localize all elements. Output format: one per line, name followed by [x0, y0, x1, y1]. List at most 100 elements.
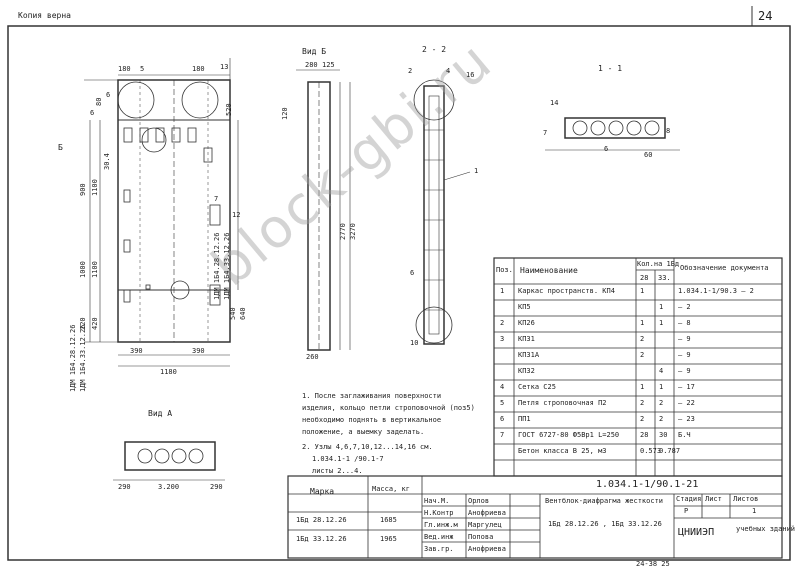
spec-cell-name: КП5: [518, 303, 531, 311]
spec-table-grid: [493, 257, 783, 477]
spec-cell-doc: — 9: [678, 335, 691, 343]
spec-header-qty-33: 33.: [658, 274, 671, 282]
spec-cell-name: Каркас пространств. КП4: [518, 287, 615, 295]
spec-cell-qty28: 1: [640, 287, 645, 295]
callout-number: 7: [543, 129, 548, 137]
staff-role: Нач.М.: [424, 497, 450, 505]
note-line: необходимо поднять в вертикальное: [302, 416, 442, 424]
spec-cell-pos: 2: [500, 319, 505, 327]
section-2-2-title: 2 - 2: [422, 45, 447, 54]
stage-header: Стадия: [676, 495, 702, 503]
view-b-title: Вид Б: [302, 47, 327, 56]
note-line: 2. Узлы 4,6,7,10,12...14,16 см.: [302, 443, 433, 451]
section-1-1-title: 1 - 1: [598, 64, 623, 73]
spec-cell-qty28: 2: [640, 399, 645, 407]
spec-cell-qty28: 1: [640, 319, 645, 327]
rotated-mark-label: 1ДМ 1Б4.28.12.26: [69, 324, 77, 392]
dim-label: 540: [229, 307, 237, 320]
dim-label: 900: [79, 183, 87, 196]
callout-number: 10: [410, 339, 419, 347]
section-1-1: [545, 117, 680, 151]
dim-label: 1180: [160, 368, 177, 376]
spec-cell-doc: — 9: [678, 367, 691, 375]
mass-row-mass: 1685: [380, 516, 397, 524]
b-marker: Б: [58, 143, 63, 152]
spec-cell-pos: 1: [500, 287, 505, 295]
spec-header-name: Наименование: [520, 266, 578, 275]
view-a: [113, 441, 225, 481]
spec-cell-doc: — 2: [678, 303, 691, 311]
staff-role: Зав.гр.: [424, 545, 454, 553]
rotated-mark-label: 1ДМ 1Б4.28.12.26: [213, 232, 221, 300]
spec-cell-qty33: 1: [659, 383, 664, 391]
spec-cell-pos: 3: [500, 335, 505, 343]
spec-cell-name: Сетка C25: [518, 383, 556, 391]
staff-name: Попова: [468, 533, 494, 541]
dim-label: 180: [192, 65, 205, 73]
staff-name: Анофриева: [468, 509, 506, 517]
view-a-title: Вид А: [148, 409, 173, 418]
note-line: 1. После заглаживания поверхности: [302, 392, 442, 400]
spec-cell-pos: 6: [500, 415, 505, 423]
callout-number: 1: [474, 167, 479, 175]
dim-label: 5: [140, 65, 145, 73]
dim-label: 520: [225, 103, 233, 116]
footer-code: 24-38 25: [636, 560, 670, 568]
rotated-mark-label: 1ДМ 1Б4.33.12.26: [79, 324, 87, 392]
spec-cell-name: Петля строповочная П2: [518, 399, 607, 407]
copy-verified-label: Копия верна: [18, 11, 71, 20]
callout-number: 16: [466, 71, 475, 79]
spec-cell-qty33: 2: [659, 415, 664, 423]
dim-label: 60: [644, 151, 653, 159]
spec-cell-qty28: 2: [640, 335, 645, 343]
callout-number: 14: [550, 99, 559, 107]
note-line: изделия, кольцо петли строповочной (поз5…: [302, 404, 475, 412]
title-block-grid: [287, 475, 783, 559]
view-b: [296, 69, 351, 351]
spec-cell-name: ПП1: [518, 415, 531, 423]
spec-cell-qty28: 1: [640, 383, 645, 391]
dim-label: 290: [210, 483, 223, 491]
spec-cell-name: КП26: [518, 319, 535, 327]
spec-header-pos: Поз.: [496, 266, 513, 274]
note-line: положение, а выемку заделать.: [302, 428, 425, 436]
spec-cell-qty33: 2: [659, 399, 664, 407]
spec-cell-pos: 5: [500, 399, 505, 407]
sheet-header: Лист: [705, 495, 722, 503]
rotated-mark-label: 1ДМ 1Б4.33.12.26: [223, 232, 231, 300]
dim-label: 6: [90, 109, 95, 117]
dim-label: 13: [220, 63, 229, 71]
dim-label: 1000: [79, 261, 87, 278]
spec-header-qty: Кол.на 1Бд: [637, 260, 680, 268]
spec-cell-doc: Б.Ч: [678, 431, 691, 439]
callout-number: 4: [446, 67, 451, 75]
doc-code: 1.034.1-1/90.1-21: [596, 479, 699, 490]
sheets-header: Листов: [733, 495, 759, 503]
spec-cell-name: Бетон класса В 25, м3: [518, 447, 607, 455]
note-line: 1.034.1-1 /90.1-7: [312, 455, 384, 463]
spec-cell-doc: — 17: [678, 383, 695, 391]
mass-header-mass: Масса, кг: [372, 485, 410, 493]
dim-label: 280: [305, 61, 318, 69]
spec-cell-qty28: 28: [640, 431, 649, 439]
dim-label: 30.4: [103, 153, 111, 170]
dim-label: 390: [130, 347, 143, 355]
dim-label: 290: [118, 483, 131, 491]
dim-label: 2770: [339, 223, 347, 240]
org-logo: ЦНИИЭП: [678, 527, 715, 538]
callout-number: 2: [408, 67, 413, 75]
org-subtitle: учебных зданий: [736, 525, 796, 533]
front-view: [84, 58, 239, 367]
dim-label: 640: [239, 307, 247, 320]
spec-header-doc: Обозначение документа: [680, 264, 769, 272]
dim-label: 3.200: [158, 483, 180, 491]
dim-label: 260: [306, 353, 319, 361]
spec-cell-qty33: 1: [659, 319, 664, 327]
callout-number: 6: [410, 269, 415, 277]
spec-cell-pos: 7: [500, 431, 505, 439]
mass-row-mark: 1Бд 33.12.26: [296, 535, 347, 543]
spec-cell-name: КП31: [518, 335, 535, 343]
title-block-title: Вентблок-диафрагма жесткости: [545, 497, 664, 505]
spec-cell-pos: 4: [500, 383, 505, 391]
